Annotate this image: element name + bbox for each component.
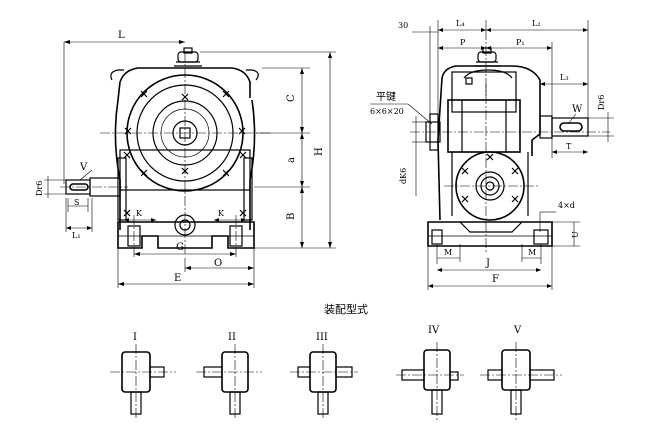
front-view: L C a B H Dr6 V S L₁ K — [35, 30, 336, 288]
dim-K-left: K — [136, 209, 143, 218]
dim-Dr6-side: Dr6 — [597, 95, 606, 110]
dim-C: C — [286, 94, 297, 102]
side-wheel-housing — [447, 99, 521, 153]
dim-L: L — [118, 30, 125, 41]
key-label: 平键 — [376, 90, 396, 103]
dim-J: J — [485, 258, 490, 269]
dim-M-left: M — [444, 248, 452, 257]
assembly-type-3: III — [290, 332, 358, 420]
assembly-type-2: II — [196, 332, 262, 420]
dim-M-right: M — [528, 248, 536, 257]
type-1-label: I — [133, 332, 137, 343]
dim-a: a — [286, 157, 297, 163]
dim-L2: L₂ — [532, 19, 541, 28]
dim-H: H — [314, 147, 325, 156]
side-view: 30 L₄ L₂ P P₁ L₃ 平键 6×6×20 W Dr6 — [370, 19, 614, 290]
dim-4xd: 4×d — [558, 201, 575, 210]
type-4-label: IV — [428, 325, 440, 336]
dim-Dr6-front: Dr6 — [35, 181, 44, 196]
dim-T: T — [566, 142, 572, 151]
dim-F: F — [492, 274, 499, 285]
dim-V: V — [79, 162, 88, 173]
type-2-label: II — [228, 332, 236, 343]
assembly-type-4: IV — [396, 325, 464, 420]
dim-P1: P₁ — [516, 38, 525, 47]
assembly-type-5: V — [480, 325, 562, 420]
front-housing-top — [119, 67, 251, 98]
dim-L3: L₃ — [560, 73, 569, 82]
dim-L1: L₁ — [72, 231, 81, 240]
dim-U: U — [571, 231, 580, 238]
dim-dK6: dK6 — [399, 168, 408, 184]
assembly-types: 装配型式 I II III — [110, 302, 562, 420]
key-size: 6×6×20 — [370, 107, 404, 116]
assembly-title: 装配型式 — [324, 302, 368, 316]
dim-W: W — [572, 104, 583, 115]
dim-B: B — [286, 213, 297, 220]
dim-30: 30 — [398, 21, 408, 30]
dim-P: P — [460, 38, 466, 47]
dim-K-right: K — [218, 209, 225, 218]
dim-L4: L₄ — [456, 19, 465, 28]
side-output-shaft — [551, 117, 589, 137]
assembly-type-1: I — [110, 332, 176, 420]
type-3-label: III — [316, 332, 328, 343]
dim-S: S — [74, 198, 79, 207]
dim-G: G — [176, 242, 184, 253]
dim-E: E — [174, 273, 181, 284]
side-housing-top — [441, 65, 541, 156]
dim-O: O — [214, 258, 222, 269]
type-5-label: V — [513, 325, 522, 336]
